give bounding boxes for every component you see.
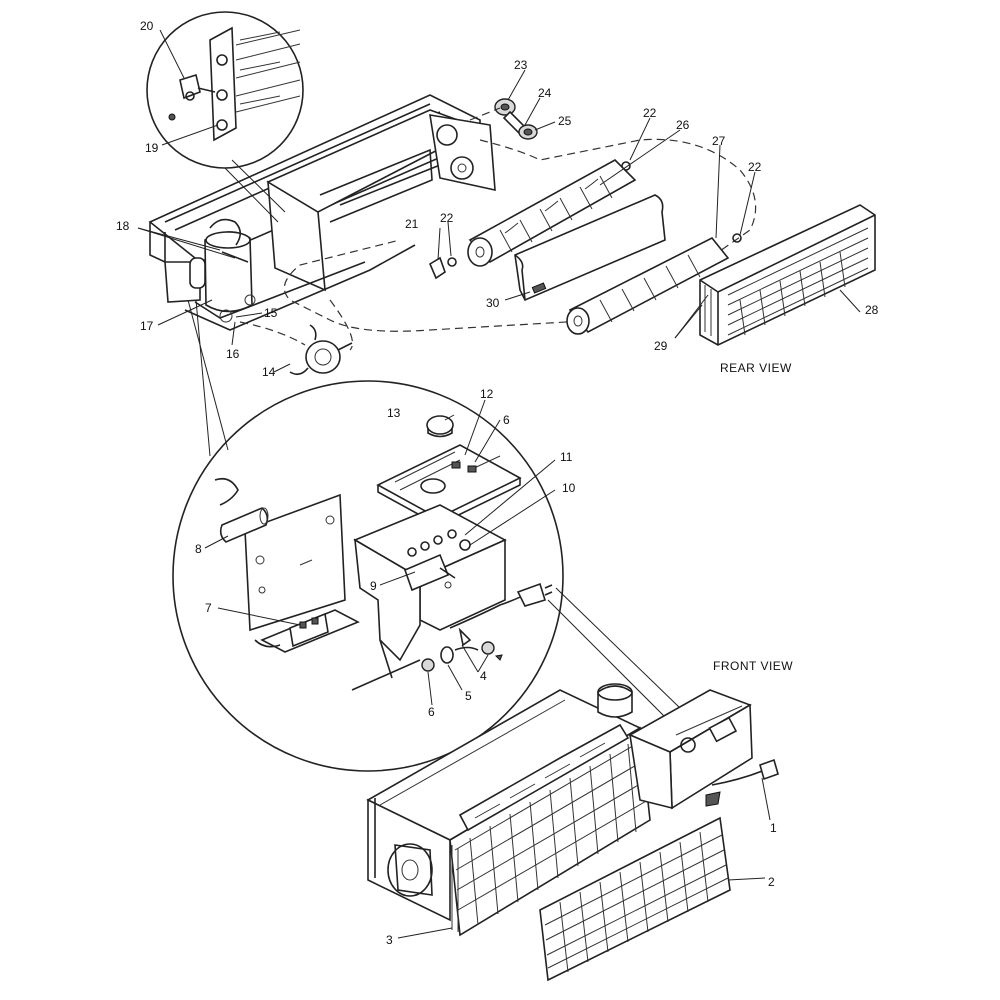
drive-gear — [494, 98, 538, 140]
front-grille — [539, 816, 731, 982]
control-box — [351, 504, 507, 691]
callout-22c: 22 — [748, 160, 762, 174]
rear-view-title: REAR VIEW — [720, 361, 792, 375]
front-power-cord — [705, 758, 779, 807]
callout-13: 13 — [387, 406, 401, 420]
callout-28: 28 — [865, 303, 879, 317]
thermostat-parts — [421, 627, 503, 672]
callout-labels: 1 2 3 4 5 6 6 7 8 9 10 11 12 13 14 15 16… — [116, 19, 879, 947]
control-knob — [426, 415, 454, 438]
power-cord — [449, 582, 553, 629]
detail-circle-control-box — [172, 380, 564, 772]
callout-26: 26 — [676, 118, 690, 132]
callout-18: 18 — [116, 219, 130, 233]
callout-9: 9 — [370, 579, 377, 593]
callout-4: 4 — [480, 669, 487, 683]
callout-8: 8 — [195, 542, 202, 556]
fan-motor — [289, 324, 353, 376]
callout-30: 30 — [486, 296, 500, 310]
callout-21: 21 — [405, 217, 419, 231]
callout-19: 19 — [145, 141, 159, 155]
blower-wheel-lower — [566, 236, 730, 335]
leader-lines — [137, 29, 861, 939]
bearing-bracket — [428, 161, 742, 280]
callout-12: 12 — [480, 387, 494, 401]
blower-wheel-upper — [467, 159, 637, 267]
capacitor-bracket — [214, 477, 360, 653]
callout-22b: 22 — [643, 106, 657, 120]
detail-circle-controls — [146, 11, 304, 169]
callout-1: 1 — [770, 821, 777, 835]
callout-29: 29 — [654, 339, 668, 353]
callout-24: 24 — [538, 86, 552, 100]
callout-3: 3 — [386, 933, 393, 947]
callout-10: 10 — [562, 481, 576, 495]
callout-7: 7 — [205, 601, 212, 615]
scroll-plate — [514, 194, 666, 302]
callout-20: 20 — [140, 19, 154, 33]
control-panel — [376, 444, 522, 526]
callout-15: 15 — [264, 306, 278, 320]
callout-5: 5 — [465, 689, 472, 703]
callout-17: 17 — [140, 319, 154, 333]
callout-11: 11 — [560, 450, 573, 464]
callout-6a: 6 — [428, 705, 435, 719]
callout-27: 27 — [712, 134, 726, 148]
callout-22a: 22 — [440, 211, 454, 225]
condenser-coil — [699, 204, 876, 346]
front-cabinet — [366, 689, 651, 937]
front-control-box — [597, 683, 753, 810]
callout-2: 2 — [768, 875, 775, 889]
callout-14: 14 — [262, 365, 276, 379]
callout-6b: 6 — [503, 413, 510, 427]
callout-23: 23 — [514, 58, 528, 72]
callout-16: 16 — [226, 347, 240, 361]
callout-25: 25 — [558, 114, 572, 128]
front-view-title: FRONT VIEW — [713, 659, 793, 673]
